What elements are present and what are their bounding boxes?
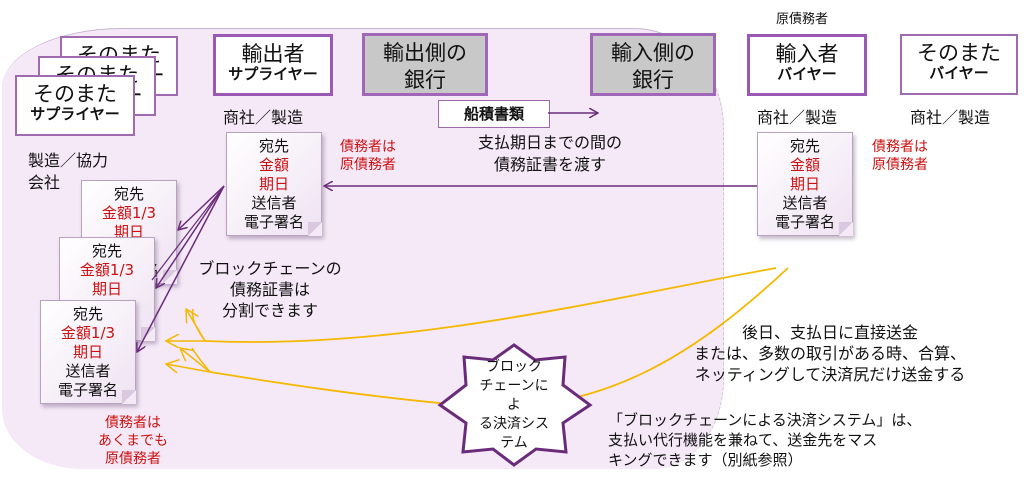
export-bank-box: 輸出側の銀行 <box>362 33 488 96</box>
supplier-caption: 製造／協力会社 <box>28 151 109 192</box>
exporter-box: 輸出者サプライヤー <box>213 34 333 96</box>
importer-debtor-note: 債務者は原債務者 <box>872 139 928 173</box>
split-certificate-3: 宛先 金額1/3 期日 送信者 電子署名 <box>40 300 136 404</box>
shipping-documents-label: 船積書類 <box>438 100 550 128</box>
exporter-debt-certificate: 宛先 金額 期日 送信者 電子署名 <box>226 132 322 236</box>
import-bank-box: 輸入側の銀行 <box>590 33 716 96</box>
sub-supplier-box-front: そのまたサプライヤー <box>15 75 135 136</box>
importer-caption: 商社／製造 <box>757 108 838 127</box>
settlement-system-label: ブロックチェーンによる決済システム <box>479 359 549 451</box>
sub-buyer-caption: 商社／製造 <box>910 108 991 127</box>
split-explanation-text: ブロックチェーンの債務証書は分割できます <box>198 259 342 320</box>
importer-box: 輸入者バイヤー <box>747 34 867 96</box>
masking-explanation-text: 「ブロックチェーンによる決済システム」は、支払い代行機能を兼ねて、送金先をマスキ… <box>608 411 922 469</box>
importer-debt-certificate: 宛先 金額 期日 送信者 電子署名 <box>757 132 853 236</box>
exporter-debtor-note: 債務者は原債務者 <box>340 139 396 173</box>
exporter-caption: 商社／製造 <box>223 108 304 127</box>
bottom-debtor-note: 債務者はあくまでも原債務者 <box>98 415 168 467</box>
original-debtor-label: 原債務者 <box>776 12 829 27</box>
sub-buyer-box: そのまたバイヤー <box>900 34 1018 95</box>
payment-explanation-text: 後日、支払日に直接送金または、多数の取引がある時、合算、ネッティングして決済尻だ… <box>693 323 966 384</box>
bond-transfer-text: 支払期日までの間の債務証書を渡す <box>477 133 622 174</box>
